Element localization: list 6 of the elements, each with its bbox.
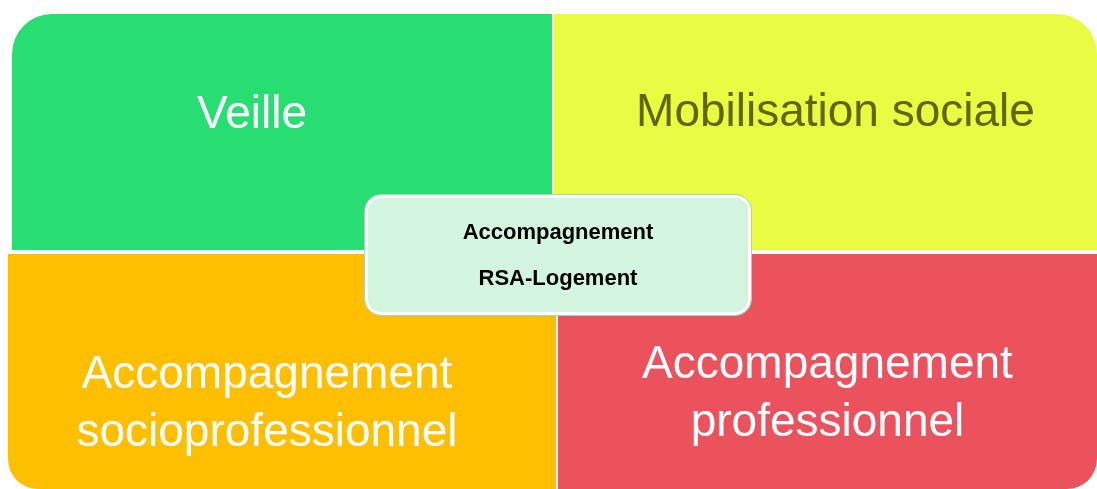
quadrant-label: Mobilisation sociale xyxy=(636,83,1035,138)
quadrant-label: Accompagnement professionnel xyxy=(641,335,1014,448)
quadrant-label: Veille xyxy=(197,85,307,140)
box-label: Accompagnement RSA-Logement xyxy=(461,217,655,292)
quadrant-label: Accompagnement socioprofessionnel xyxy=(75,345,459,458)
center-box xyxy=(365,195,751,315)
